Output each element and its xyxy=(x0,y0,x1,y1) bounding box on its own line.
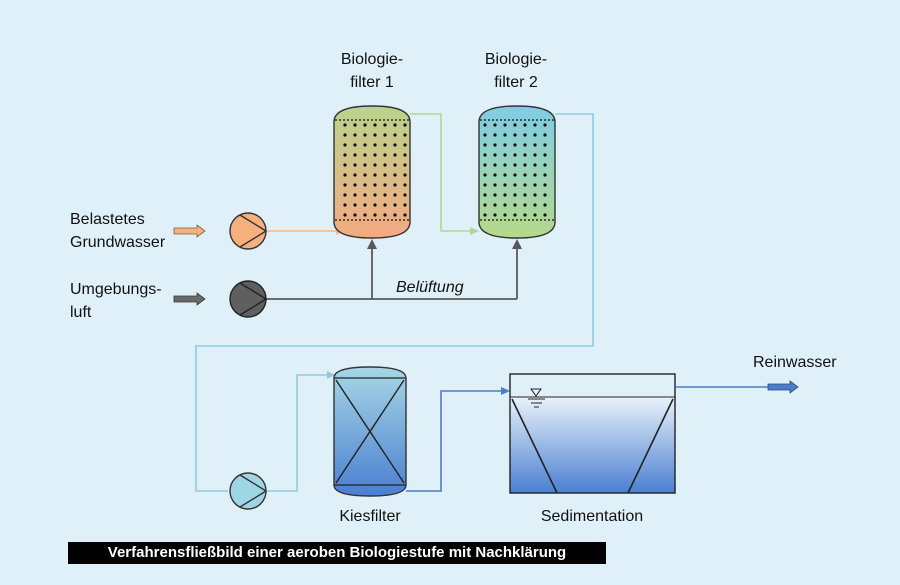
air-label: Umgebungs- luft xyxy=(70,281,162,321)
inlet-arrow-icon xyxy=(173,224,206,238)
aeration-label: Belüftung xyxy=(396,279,464,296)
gravel-filter xyxy=(333,366,407,497)
filter2-label: Biologie- filter 2 xyxy=(484,51,548,91)
inlet-water-line xyxy=(266,227,344,235)
air-pump-icon xyxy=(229,280,267,318)
sedimentation-label: Sedimentation xyxy=(540,508,644,525)
filter1-label: Biologie- filter 1 xyxy=(340,51,404,91)
sedimentation-tank xyxy=(509,373,676,494)
inlet-pump-icon xyxy=(229,212,267,250)
clean-water-label: Reinwasser xyxy=(753,354,837,371)
clean-water-line xyxy=(406,386,768,492)
filter-link-line xyxy=(410,113,479,235)
biofilter-2 xyxy=(478,105,556,239)
figure-caption: Verfahrensfließbild einer aeroben Biolog… xyxy=(68,542,606,564)
inlet-label: Belastetes Grundwasser xyxy=(70,211,166,251)
biofilter-1 xyxy=(333,105,411,239)
water-level-icon xyxy=(528,388,545,408)
gravel-filter-label: Kiesfilter xyxy=(339,508,401,525)
air-arrow-icon xyxy=(173,292,206,306)
aeration-line xyxy=(266,239,522,300)
water-pump-icon xyxy=(229,472,267,510)
filter2-outlet-line xyxy=(195,113,594,492)
outlet-arrow-icon xyxy=(767,380,799,394)
